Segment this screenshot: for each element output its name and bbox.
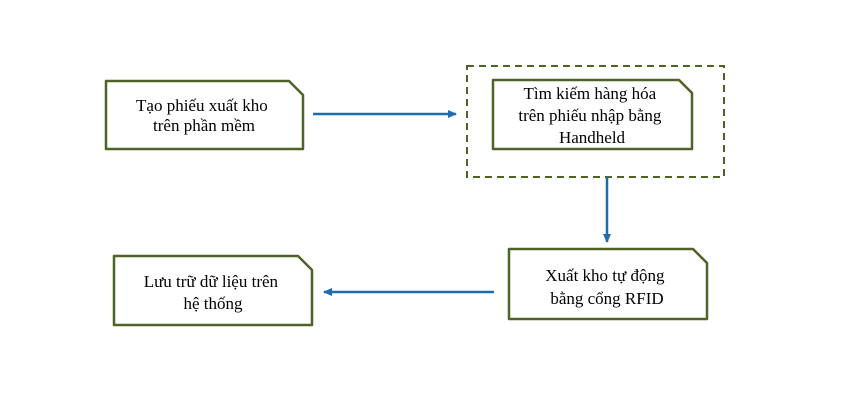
node-search-goods-shape [491,78,694,151]
node-search-goods-line-1: Tìm kiếm hàng hóa [524,84,657,103]
svg-text:Xuất kho tự động bằng cổ: Xuất kho tự động bằng cổng RFID [545,266,668,308]
node-auto-export-line-1: Xuất kho tự động [545,266,665,285]
node-store-data-shape [112,254,314,327]
node-store-data-line-1: Lưu trữ dữ liệu trên [144,272,279,291]
handheld-group-frame [466,65,725,178]
node-create-slip-shape [104,79,305,151]
node-store-data: Lưu trữ dữ liệu trên hệ thống [112,254,314,327]
node-search-goods: Tìm kiếm hàng hóa trên phiếu nhập bằng H… [491,78,694,151]
node-search-goods-line-3: Handheld [559,128,626,147]
svg-text:Lưu trữ dữ liệu trên hệ: Lưu trữ dữ liệu trên hệ thống [144,272,283,313]
svg-text:Tạo phiếu xuất kho trên: Tạo phiếu xuất kho trên phần mềm [136,96,272,135]
node-auto-export-line-2: bằng cổng RFID [550,289,663,308]
node-search-goods-line-2: trên phiếu nhập bằng [518,106,662,125]
svg-text:Tìm kiếm hàng hóa trên: Tìm kiếm hàng hóa trên phiếu nhập bằng H… [518,84,665,147]
node-create-slip-line-2: trên phần mềm [153,116,255,135]
node-store-data-line-2: hệ thống [183,294,243,313]
node-create-slip: Tạo phiếu xuất kho trên phần mềm [104,79,305,151]
node-create-slip-line-1: Tạo phiếu xuất kho [136,96,268,115]
node-auto-export: Xuất kho tự động bằng cổng RFID [507,247,709,321]
node-auto-export-shape [507,247,709,321]
